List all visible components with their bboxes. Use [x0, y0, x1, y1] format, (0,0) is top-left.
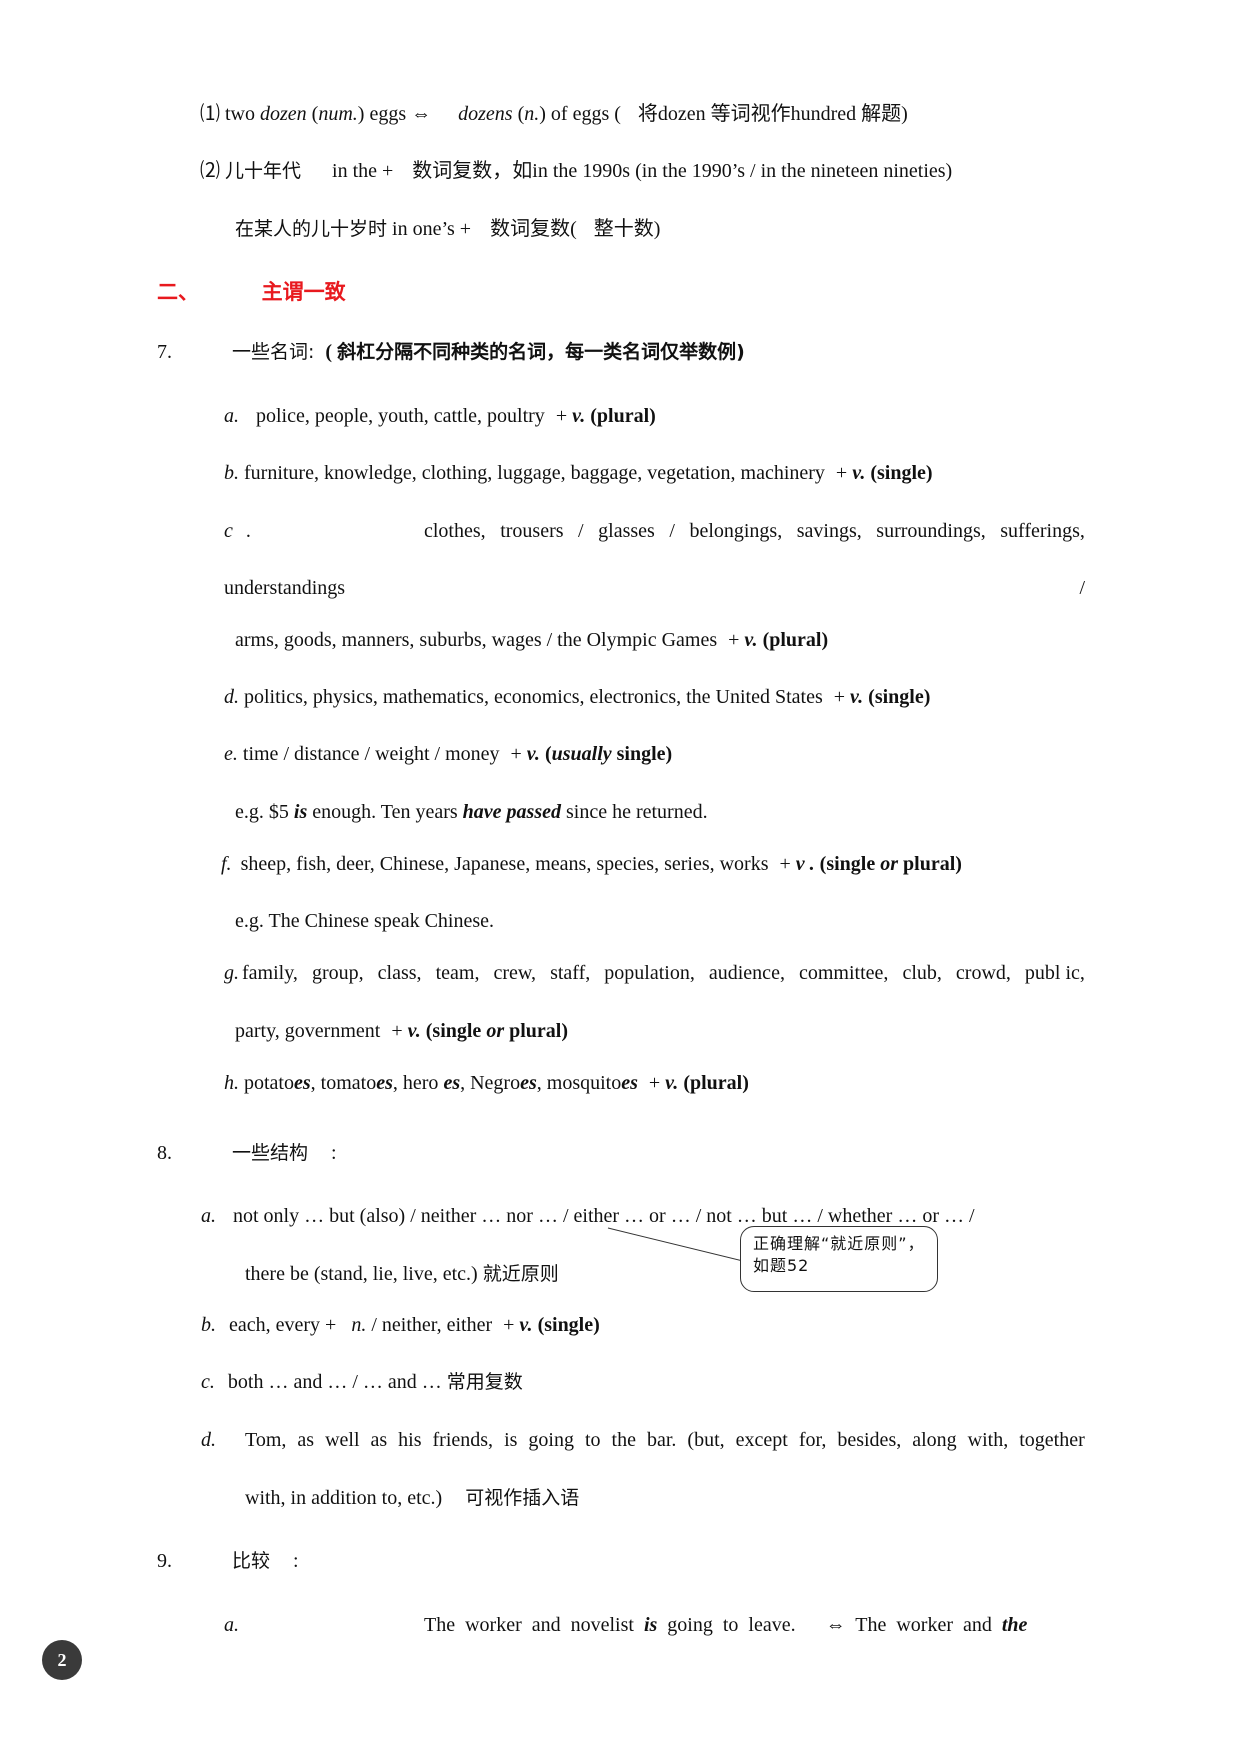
q9-number: 9. [157, 1550, 172, 1572]
q8-item-d-line2: with, in addition to, etc.) 可视作插入语 [245, 1487, 580, 1509]
q7-item-c-line2: understandings / [224, 577, 1085, 599]
q8-intro: 8. 一些结构 : [157, 1142, 337, 1164]
section-heading-title: 主谓一致 [261, 280, 346, 304]
item-label: f. [221, 853, 232, 875]
item-label: b. [224, 462, 239, 484]
q7-item-c-wordlist: clothes, trousers / glasses / belongings… [424, 520, 1085, 542]
q7-intro: 7. 一些名词: ( 斜杠分隔不同种类的名词，每一类名词仅举数例) [157, 341, 745, 363]
item-label: g. [224, 962, 239, 984]
q7-item-g-line2: party, government + v. (single or plural… [235, 1020, 569, 1042]
q8-item-c: c. both … and … / … and … 常用复数 [201, 1371, 523, 1393]
item-label: a. [224, 405, 239, 427]
q7-number: 7. [157, 341, 172, 363]
section-heading: 二、 主谓一致 [157, 280, 346, 305]
q7-item-f-example: e.g. The Chinese speak Chinese. [235, 910, 495, 932]
q8-item-a-line1: not only … but (also) / neither … nor … … [233, 1205, 975, 1227]
equivalence-arrow: ⇔ [825, 1614, 846, 1636]
item-3-line: 在某人的儿十岁时 in one’s + 数词复数( 整十数) [235, 218, 661, 240]
q9-item-a-text: The worker and novelist is going to leav… [424, 1614, 1028, 1636]
item-label: e. [224, 743, 238, 765]
q7-item-f: f. sheep, fish, deer, Chinese, Japanese,… [221, 853, 962, 875]
q7-item-h: h. potatoes, tomatoes, hero es, Negroes,… [224, 1072, 749, 1094]
q9-item-a-label: a. [224, 1613, 239, 1637]
q8-item-d-line1: Tom, as well as his friends, is going to… [245, 1429, 1085, 1451]
q7-item-a: a. police, people, youth, cattle, poultr… [224, 405, 656, 427]
item-label: a. [201, 1205, 216, 1227]
item-label: c. [201, 1371, 215, 1393]
item-2-number: ⑵ [200, 160, 220, 182]
item-2-line: ⑵ 儿十年代 in the + 数词复数，如in the 1990s (in t… [200, 160, 953, 182]
equivalence-arrow: ⇔ [411, 103, 432, 125]
item-label: d. [224, 686, 239, 708]
section-heading-number: 二、 [157, 280, 199, 304]
item-1-line: ⑴ two dozen (num.) eggs ⇔ dozens (n.) of… [200, 103, 908, 125]
item-label: c [224, 520, 233, 542]
q7-item-e-example: e.g. $5 is enough. Ten years have passed… [235, 801, 708, 823]
q7-item-d: d. politics, physics, mathematics, econo… [224, 686, 931, 708]
q9-intro: 9. 比较 : [157, 1550, 299, 1572]
q8-number: 8. [157, 1142, 172, 1164]
q8-item-a-label: a. [201, 1204, 216, 1228]
q7-item-e: e. time / distance / weight / money + v.… [224, 743, 673, 765]
q8-item-b: b. each, every + n. / neither, either + … [201, 1314, 600, 1336]
q7-item-c-line1: c . [224, 520, 251, 542]
q8-item-d-label: d. [201, 1428, 216, 1452]
q7-item-b: b. furniture, knowledge, clothing, lugga… [224, 462, 933, 484]
item-label: b. [201, 1314, 216, 1336]
q8-item-a-line2: there be (stand, lie, live, etc.) 就近原则 [245, 1263, 559, 1285]
item-label: h. [224, 1072, 239, 1094]
item-1-number: ⑴ [200, 103, 220, 125]
item-label: a. [224, 1614, 239, 1636]
item-label: d. [201, 1429, 216, 1451]
q7-item-c-line3: arms, goods, manners, suburbs, wages / t… [235, 629, 829, 651]
callout-note: 正确理解“就近原则”，如题52 [740, 1226, 938, 1292]
page-number-badge: 2 [42, 1640, 82, 1680]
q7-item-g-label: g. [224, 961, 239, 985]
q7-item-g-wordlist: family, group, class, team, crew, staff,… [242, 962, 1085, 984]
